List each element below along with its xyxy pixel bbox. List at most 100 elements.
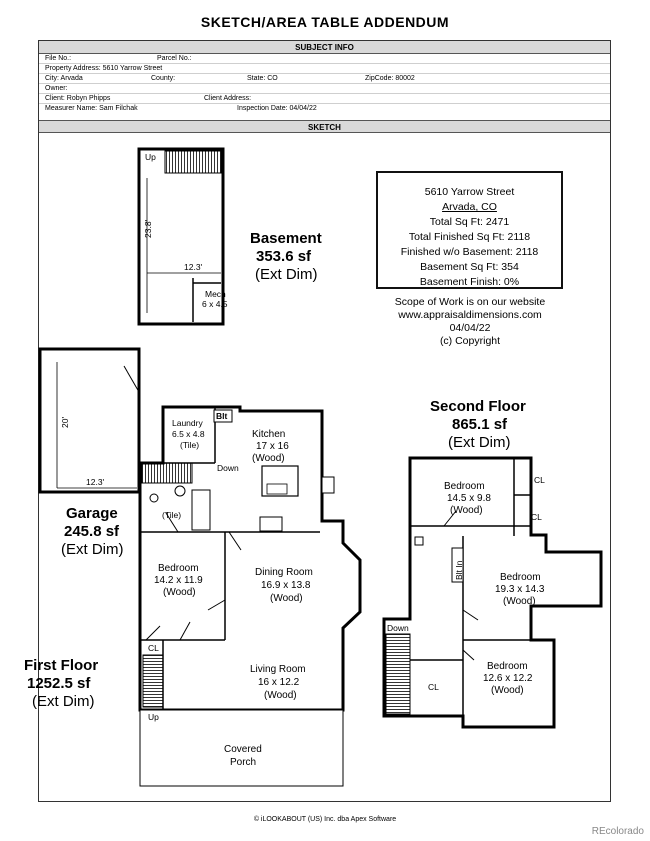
property-address: Property Address: 5610 Yarrow Street <box>45 65 163 72</box>
info-row-address: Property Address: 5610 Yarrow Street <box>39 64 610 74</box>
info-row-owner: Owner: <box>39 84 610 94</box>
scope-line1: Scope of Work is on our website <box>394 296 546 308</box>
bedroom-size: 14.2 x 11.9 <box>154 575 203 586</box>
basement-up-label: Up <box>145 152 156 162</box>
city: City: Arvada <box>45 75 83 82</box>
basement-dim-vertical: 23.8' <box>143 219 153 238</box>
basement-area: 353.6 sf <box>256 248 312 265</box>
info-row-city: City: Arvada County: State: CO ZipCode: … <box>39 74 610 84</box>
summary-finished-wo-basement: Finished w/o Basement: 2118 <box>400 246 539 258</box>
garage-area: 245.8 sf <box>64 523 120 540</box>
bedroom1-floor: (Wood) <box>450 505 483 516</box>
bedroom2-size: 19.3 x 14.3 <box>495 584 545 595</box>
laundry-name: Laundry <box>172 418 203 428</box>
summary-total-sqft: Total Sq Ft: 2471 <box>429 216 510 228</box>
porch-line2: Porch <box>230 757 257 768</box>
first-floor-down-label: Down <box>217 463 239 473</box>
county: County: <box>151 75 176 82</box>
first-floor-stairs-down <box>141 462 193 484</box>
first-floor-stairs-up <box>142 654 164 708</box>
bedroom1-name: Bedroom <box>444 481 485 492</box>
second-floor-cl2: CL <box>531 512 542 522</box>
summary-city: Arvada, CO <box>442 201 497 213</box>
bedroom2-name: Bedroom <box>500 572 541 583</box>
second-floor-cl1: CL <box>534 475 545 485</box>
bedroom3-size: 12.6 x 12.2 <box>483 673 533 684</box>
second-floor-ext: (Ext Dim) <box>448 434 511 451</box>
living-name: Living Room <box>250 664 306 675</box>
garage-dim-vertical: 20' <box>60 416 70 428</box>
page-title: SKETCH/AREA TABLE ADDENDUM <box>200 14 450 30</box>
second-floor-plan <box>382 456 603 729</box>
scope-line2: www.appraisaldimensions.com <box>398 309 542 321</box>
scope-copyright: (c) Copyright <box>439 335 501 347</box>
kitchen-size: 17 x 16 <box>256 441 289 452</box>
addendum-frame: SUBJECT INFO File No.: Parcel No.: Prope… <box>38 40 611 802</box>
owner: Owner: <box>45 85 68 92</box>
bedroom3-floor: (Wood) <box>491 685 524 696</box>
summary-basement-finish: Basement Finish: 0% <box>419 276 520 288</box>
kitchen-name: Kitchen <box>252 429 286 440</box>
software-footer: © iLOOKABOUT (US) Inc. dba Apex Software <box>253 816 397 823</box>
first-floor-ext: (Ext Dim) <box>32 693 95 710</box>
blt-label: Blt <box>216 411 228 421</box>
kitchen-floor: (Wood) <box>252 453 285 464</box>
basement-stairs <box>164 150 222 174</box>
info-row-client: Client: Robyn Phipps Client Address: <box>39 94 610 104</box>
second-floor-cl3: CL <box>428 682 439 692</box>
summary-total-finished: Total Finished Sq Ft: 2118 <box>408 231 531 243</box>
bedroom1-size: 14.5 x 9.8 <box>447 493 491 504</box>
basement-title: Basement <box>250 230 322 247</box>
client-address: Client Address: <box>204 95 252 102</box>
zipcode: ZipCode: 80002 <box>365 75 415 82</box>
basement-mech-name: Mech <box>205 289 226 299</box>
garage-dim-horizontal: 12.3' <box>86 477 105 487</box>
sketch-header: SKETCH <box>39 120 610 133</box>
second-floor-stairs <box>385 633 411 715</box>
laundry-floor: (Tile) <box>180 440 200 450</box>
parcel-no: Parcel No.: <box>157 55 192 62</box>
first-floor-porch <box>139 709 344 787</box>
subject-info-header: SUBJECT INFO <box>39 41 610 54</box>
basement-dim-horizontal: 12.3' <box>184 262 203 272</box>
basement-mech-size: 6 x 4.5 <box>202 299 228 309</box>
file-no: File No.: <box>45 55 72 62</box>
bedroom-floor: (Wood) <box>163 587 196 598</box>
bedroom-name: Bedroom <box>158 563 199 574</box>
blt-in-label: Blt In <box>454 560 464 580</box>
basement-plan <box>137 147 225 326</box>
living-floor: (Wood) <box>264 690 297 701</box>
first-floor-area: 1252.5 sf <box>27 675 91 692</box>
state: State: CO <box>247 75 278 82</box>
dining-size: 16.9 x 13.8 <box>261 580 311 591</box>
summary-basement-sqft: Basement Sq Ft: 354 <box>420 261 519 273</box>
info-row-file: File No.: Parcel No.: <box>39 54 610 64</box>
measurer-name: Measurer Name: Sam Filchak <box>45 105 138 112</box>
laundry-size: 6.5 x 4.8 <box>172 429 205 439</box>
basement-ext: (Ext Dim) <box>255 266 318 283</box>
first-floor-cl-label: CL <box>148 643 159 653</box>
second-floor-title: Second Floor <box>430 398 526 415</box>
porch-line1: Covered <box>224 744 262 755</box>
second-floor-area: 865.1 sf <box>452 416 508 433</box>
garage-ext: (Ext Dim) <box>61 541 124 558</box>
listing-credit: REcolorado <box>591 826 644 837</box>
inspection-date: Inspection Date: 04/04/22 <box>237 105 317 112</box>
garage-title: Garage <box>66 505 118 522</box>
bedroom3-name: Bedroom <box>487 661 528 672</box>
garage-plan <box>38 347 141 494</box>
dining-name: Dining Room <box>255 567 313 578</box>
bedroom2-floor: (Wood) <box>503 596 536 607</box>
scope-date: 04/04/22 <box>449 322 491 334</box>
bath-floor: (Tile) <box>162 510 182 520</box>
first-floor-up-label: Up <box>148 712 159 722</box>
scope-of-work: Scope of Work is on our website www.appr… <box>370 296 570 348</box>
info-row-measurer: Measurer Name: Sam Filchak Inspection Da… <box>39 104 610 114</box>
summary-address: 5610 Yarrow Street <box>424 186 515 198</box>
area-summary-box: 5610 Yarrow Street Arvada, CO Total Sq F… <box>376 171 563 289</box>
client: Client: Robyn Phipps <box>45 95 111 102</box>
first-floor-title: First Floor <box>24 657 99 674</box>
first-floor-plan <box>138 405 362 787</box>
dining-floor: (Wood) <box>270 593 303 604</box>
